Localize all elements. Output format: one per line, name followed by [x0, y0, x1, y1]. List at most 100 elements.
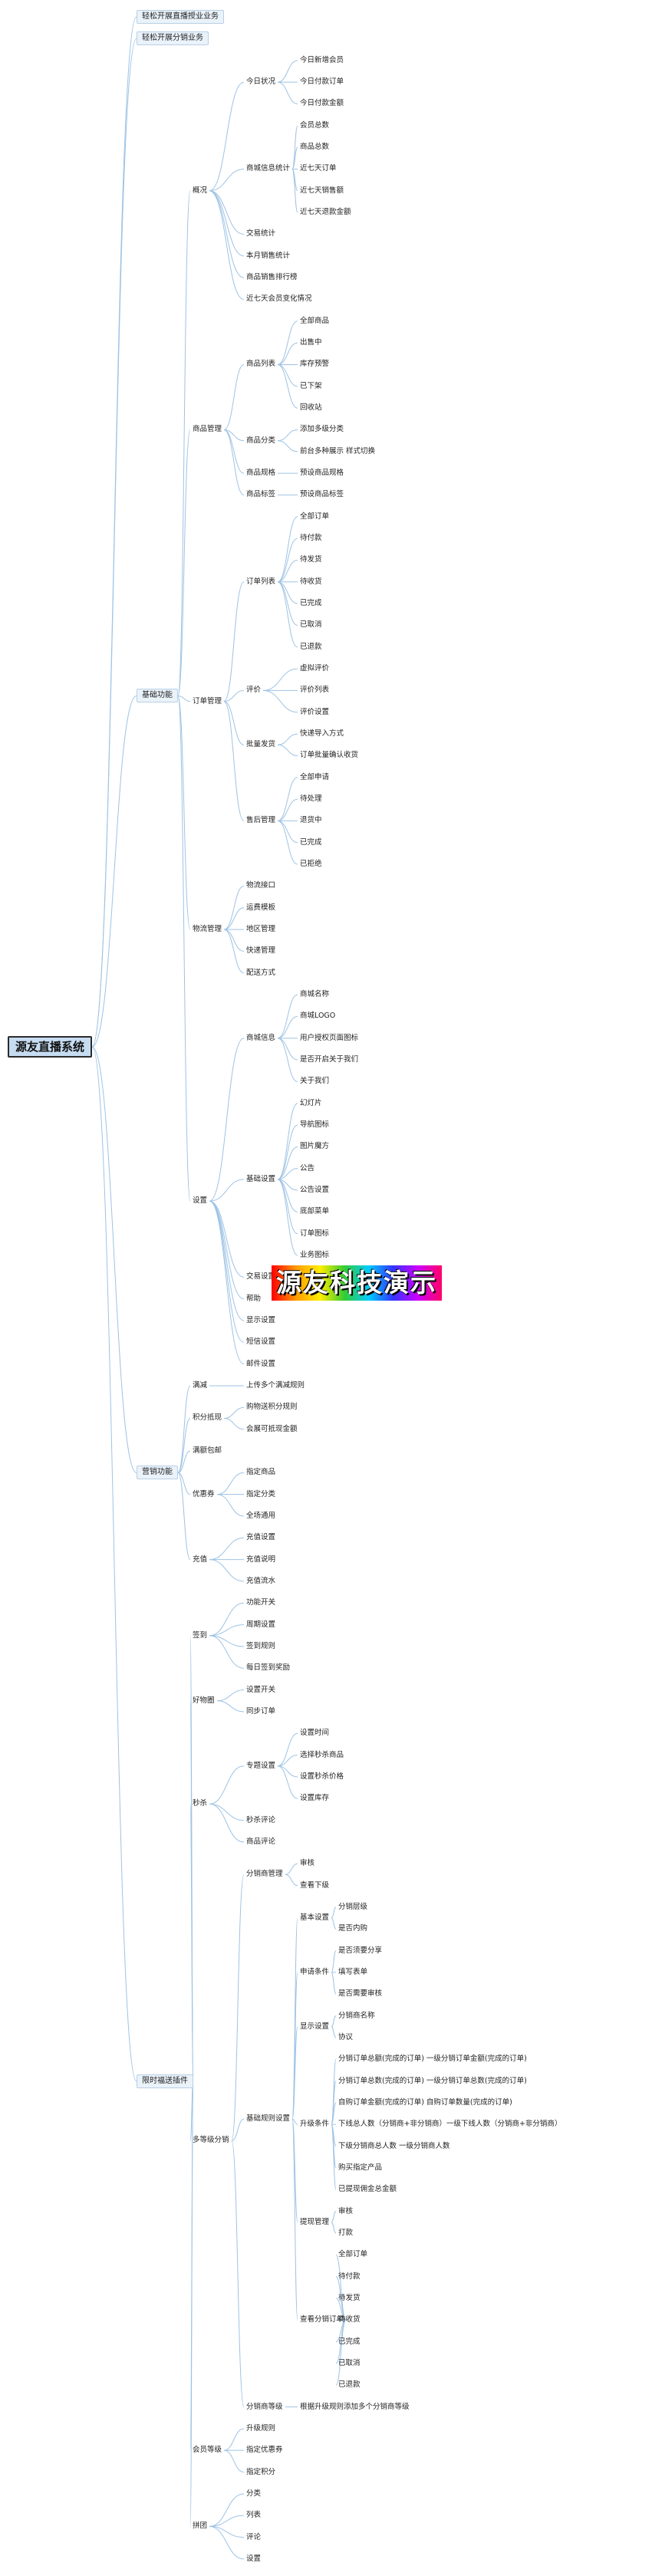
mind-map-node: 快递管理 — [246, 946, 276, 956]
connector-line — [277, 1755, 298, 1767]
connector-line — [277, 60, 298, 83]
connector-line — [277, 81, 298, 104]
mind-map-node: 已取消 — [338, 2358, 361, 2367]
mind-map-node: 分销商等级 — [246, 2402, 283, 2411]
connector-line — [291, 125, 298, 169]
connector-line — [277, 342, 298, 365]
connector-line — [285, 1863, 298, 1875]
connector-line — [335, 2319, 347, 2386]
mind-map-node: 帮助 — [246, 1294, 262, 1303]
mind-map-node: 指定商品 — [246, 1468, 276, 1477]
mind-map-node: 基本设置 — [300, 1913, 330, 1923]
connector-line — [262, 668, 298, 691]
mind-map-node: 上传多个满减规则 — [246, 1380, 305, 1390]
mind-map-node: 已取消 — [300, 620, 322, 630]
mind-map-node: 已完成 — [300, 837, 322, 847]
connector-line — [216, 1689, 245, 1702]
connector-line — [331, 2211, 337, 2223]
mind-map-node: 列表 — [246, 2511, 262, 2520]
connector-line — [277, 1765, 298, 1799]
mind-map-node: 快递导入方式 — [300, 729, 344, 739]
connector-line — [223, 429, 245, 495]
connector-line — [291, 2026, 298, 2120]
mind-map-node: 全部订单 — [300, 512, 330, 521]
mind-map-node: 已拒绝 — [300, 860, 322, 869]
mind-map-node: 评价列表 — [300, 686, 330, 695]
mind-map-node: 填写表单 — [338, 1967, 368, 1976]
connector-line — [277, 733, 298, 745]
mind-map-node: 商城名称 — [300, 990, 330, 999]
mind-map-node: 近七天订单 — [300, 164, 337, 173]
connector-line — [285, 1874, 298, 1887]
mind-map-node: 订单列表 — [246, 577, 276, 586]
connector-line — [277, 820, 298, 865]
mind-map-node: 秒杀评论 — [246, 1815, 276, 1824]
mind-map-node: 商城信息 — [246, 1033, 276, 1042]
mind-map-node: 下级分销商总人数 一级分销商人数 — [338, 2141, 450, 2150]
mind-map-node: 设置开关 — [246, 1685, 276, 1694]
mind-map-node: 提现管理 — [300, 2217, 330, 2226]
mind-map-node: 显示设置 — [300, 2022, 330, 2031]
root-title: 源友直播系统 — [8, 1036, 93, 1058]
mind-map-node: 是否内购 — [338, 1924, 368, 1933]
mind-map-node: 图片魔方 — [300, 1142, 330, 1151]
mind-map-node: 公告 — [300, 1163, 315, 1173]
mind-map-node: 分销层级 — [338, 1902, 368, 1911]
mind-map-node: 公告设置 — [300, 1186, 330, 1194]
mind-map-node: 设置时间 — [300, 1729, 330, 1738]
mind-map-node: 商品管理 — [193, 425, 222, 434]
mind-map-node: 今日付款金额 — [300, 99, 344, 108]
mind-map-node: 下线总人数（分销商+非分销商）一级下线人数（分销商+非分销商） — [338, 2120, 562, 2129]
mind-map-node: 近七天退款金额 — [300, 208, 351, 217]
connector-line — [277, 798, 298, 821]
mind-map-node: 显示设置 — [246, 1315, 276, 1324]
mind-map-node: 充值流水 — [246, 1576, 276, 1585]
mind-map-node: 商品评论 — [246, 1837, 276, 1846]
mind-map-node: 协议 — [338, 2032, 354, 2041]
mind-map-node: 添加多级分类 — [300, 425, 344, 434]
connector-line — [223, 1406, 245, 1419]
mind-map-node: 评论 — [246, 2532, 262, 2541]
mind-map-node: 近七天会员变化情况 — [246, 294, 312, 304]
connector-line — [277, 1179, 298, 1256]
connector-line — [335, 2298, 347, 2321]
mind-map-node: 拼团 — [193, 2522, 208, 2531]
mind-map-node: 查看分销订单 — [300, 2315, 344, 2324]
mind-map-node: 退货中 — [300, 816, 322, 825]
mind-map-node: 申请条件 — [300, 1967, 330, 1976]
connector-line — [209, 1559, 245, 1582]
mind-map-node: 设置 — [246, 2554, 262, 2563]
mind-map-node: 回收站 — [300, 403, 322, 413]
mind-map-node: 积分抵现 — [193, 1413, 222, 1423]
connector-line — [331, 2124, 337, 2190]
mind-map-node: 预设商品规格 — [300, 469, 344, 478]
mind-map-node: 优惠券 — [193, 1489, 215, 1499]
connector-line — [177, 1417, 191, 1473]
connector-line — [216, 1700, 245, 1712]
connector-line — [331, 2026, 337, 2038]
connector-line — [277, 516, 298, 583]
mind-map-node: 今日状况 — [246, 77, 276, 87]
connector-line — [291, 2118, 298, 2321]
connector-line — [209, 2515, 245, 2527]
mind-map-node: 分销商名称 — [338, 2011, 375, 2020]
mind-map-node: 轻松开展直播授业业务 — [137, 10, 224, 25]
mind-map-node: 商品规格 — [246, 469, 276, 478]
mind-map-node: 限时福送插件 — [137, 2074, 193, 2088]
mind-map-node: 指定分类 — [246, 1489, 276, 1499]
connector-line — [223, 429, 245, 474]
mind-map-node: 配送方式 — [246, 968, 276, 977]
mind-map-node: 待处理 — [300, 795, 322, 804]
connector-line — [331, 1950, 337, 1973]
mind-map-node: 本月销售统计 — [246, 251, 291, 260]
connector-line — [209, 1602, 245, 1637]
mind-map-node: 每日签到奖励 — [246, 1663, 291, 1673]
connector-line — [209, 190, 245, 300]
connector-line — [209, 1635, 245, 1669]
mind-map-node: 地区管理 — [246, 925, 276, 934]
mind-map-node: 用户授权页面图标 — [300, 1033, 359, 1042]
connector-line — [277, 1168, 298, 1180]
mind-map-node: 营销功能 — [137, 1466, 178, 1480]
mind-map-node: 充值设置 — [246, 1533, 276, 1542]
